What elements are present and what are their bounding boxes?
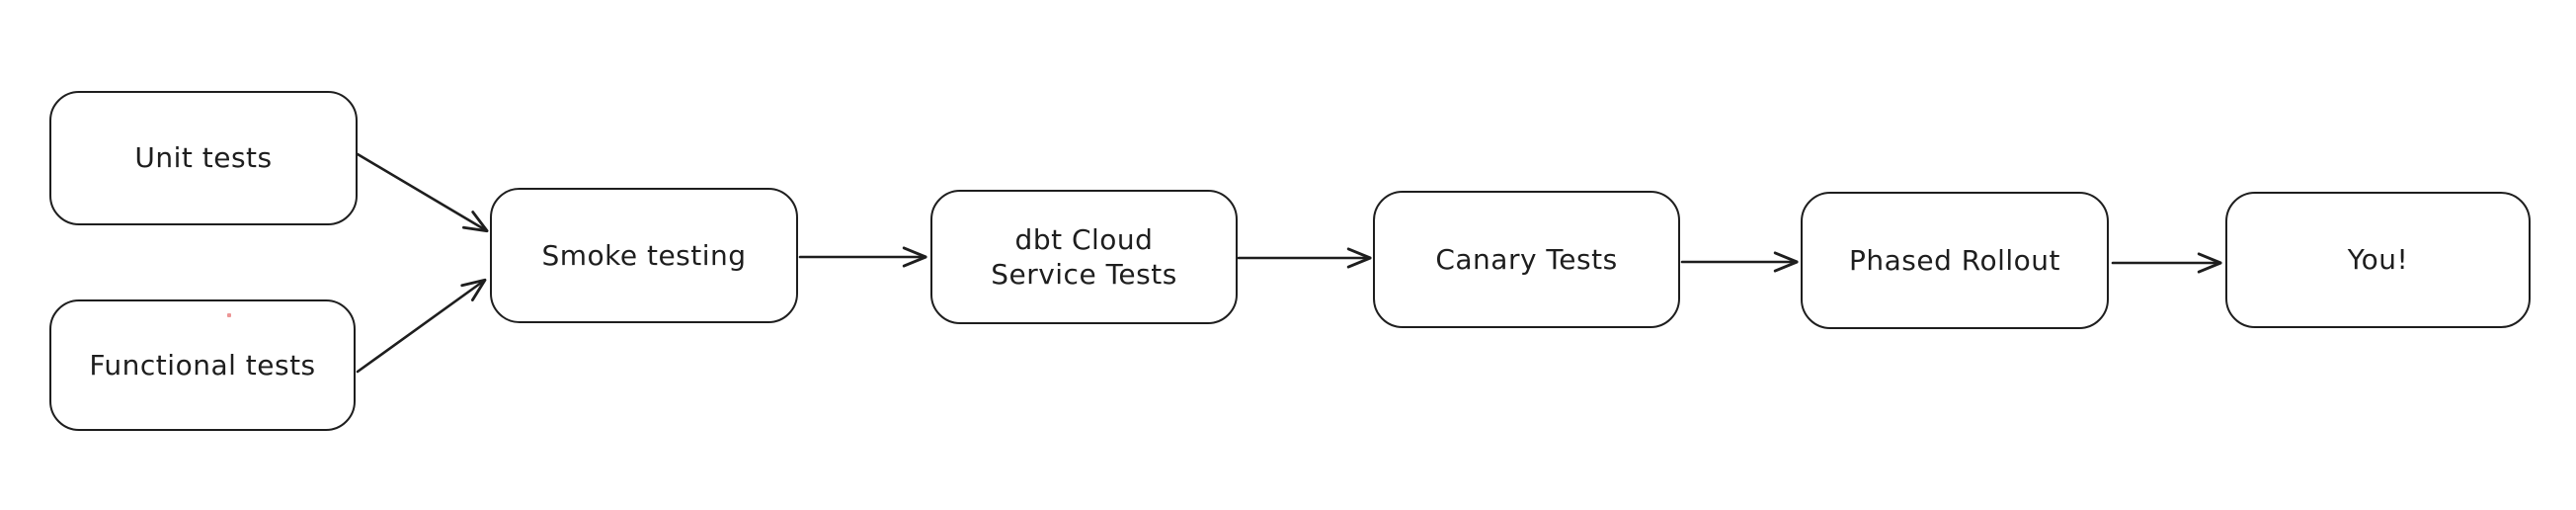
node-label: Unit tests [134, 141, 273, 175]
node-label: Phased Rollout [1848, 243, 2061, 277]
node-label: Canary Tests [1435, 242, 1618, 276]
node-label: Functional tests [89, 348, 316, 382]
node-label-line-1: dbt Cloud [1014, 222, 1154, 256]
edge-functional-tests-to-smoke-testing [356, 281, 484, 374]
node-functional-tests: Functional tests [49, 299, 356, 431]
node-label: You! [2347, 243, 2409, 277]
node-dbt-cloud-service-tests: dbt Cloud Service Tests [930, 190, 1238, 324]
node-unit-tests: Unit tests [49, 91, 358, 225]
node-label: Smoke testing [541, 238, 747, 272]
node-phased-rollout: Phased Rollout [1801, 192, 2109, 329]
node-smoke-testing: Smoke testing [490, 188, 798, 323]
node-you: You! [2225, 192, 2531, 328]
stray-red-dot [227, 313, 231, 317]
edge-unit-tests-to-smoke-testing [356, 152, 486, 230]
node-canary-tests: Canary Tests [1373, 191, 1680, 328]
node-label-line-2: Service Tests [991, 258, 1177, 291]
